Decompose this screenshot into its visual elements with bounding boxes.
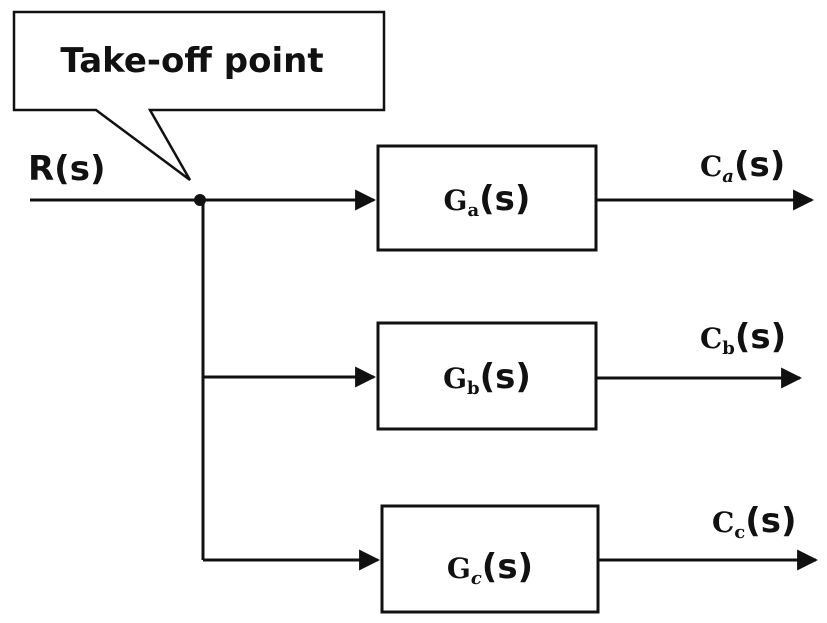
block-c	[380, 504, 600, 614]
callout-shape	[12, 10, 386, 182]
block-b-label: Gb(s)	[443, 357, 531, 399]
callout-label: Take-off point	[60, 41, 323, 81]
block-b	[376, 321, 598, 431]
input-label: R(s)	[28, 149, 106, 189]
output-b-label: Cb(s)	[700, 317, 786, 359]
block-a	[376, 144, 598, 252]
output-a-label: Ca(s)	[700, 145, 785, 187]
output-c-label: Cc(s)	[712, 501, 797, 543]
block-c-label: Gc(s)	[447, 547, 533, 589]
block-a-label: Ga(s)	[444, 179, 531, 221]
